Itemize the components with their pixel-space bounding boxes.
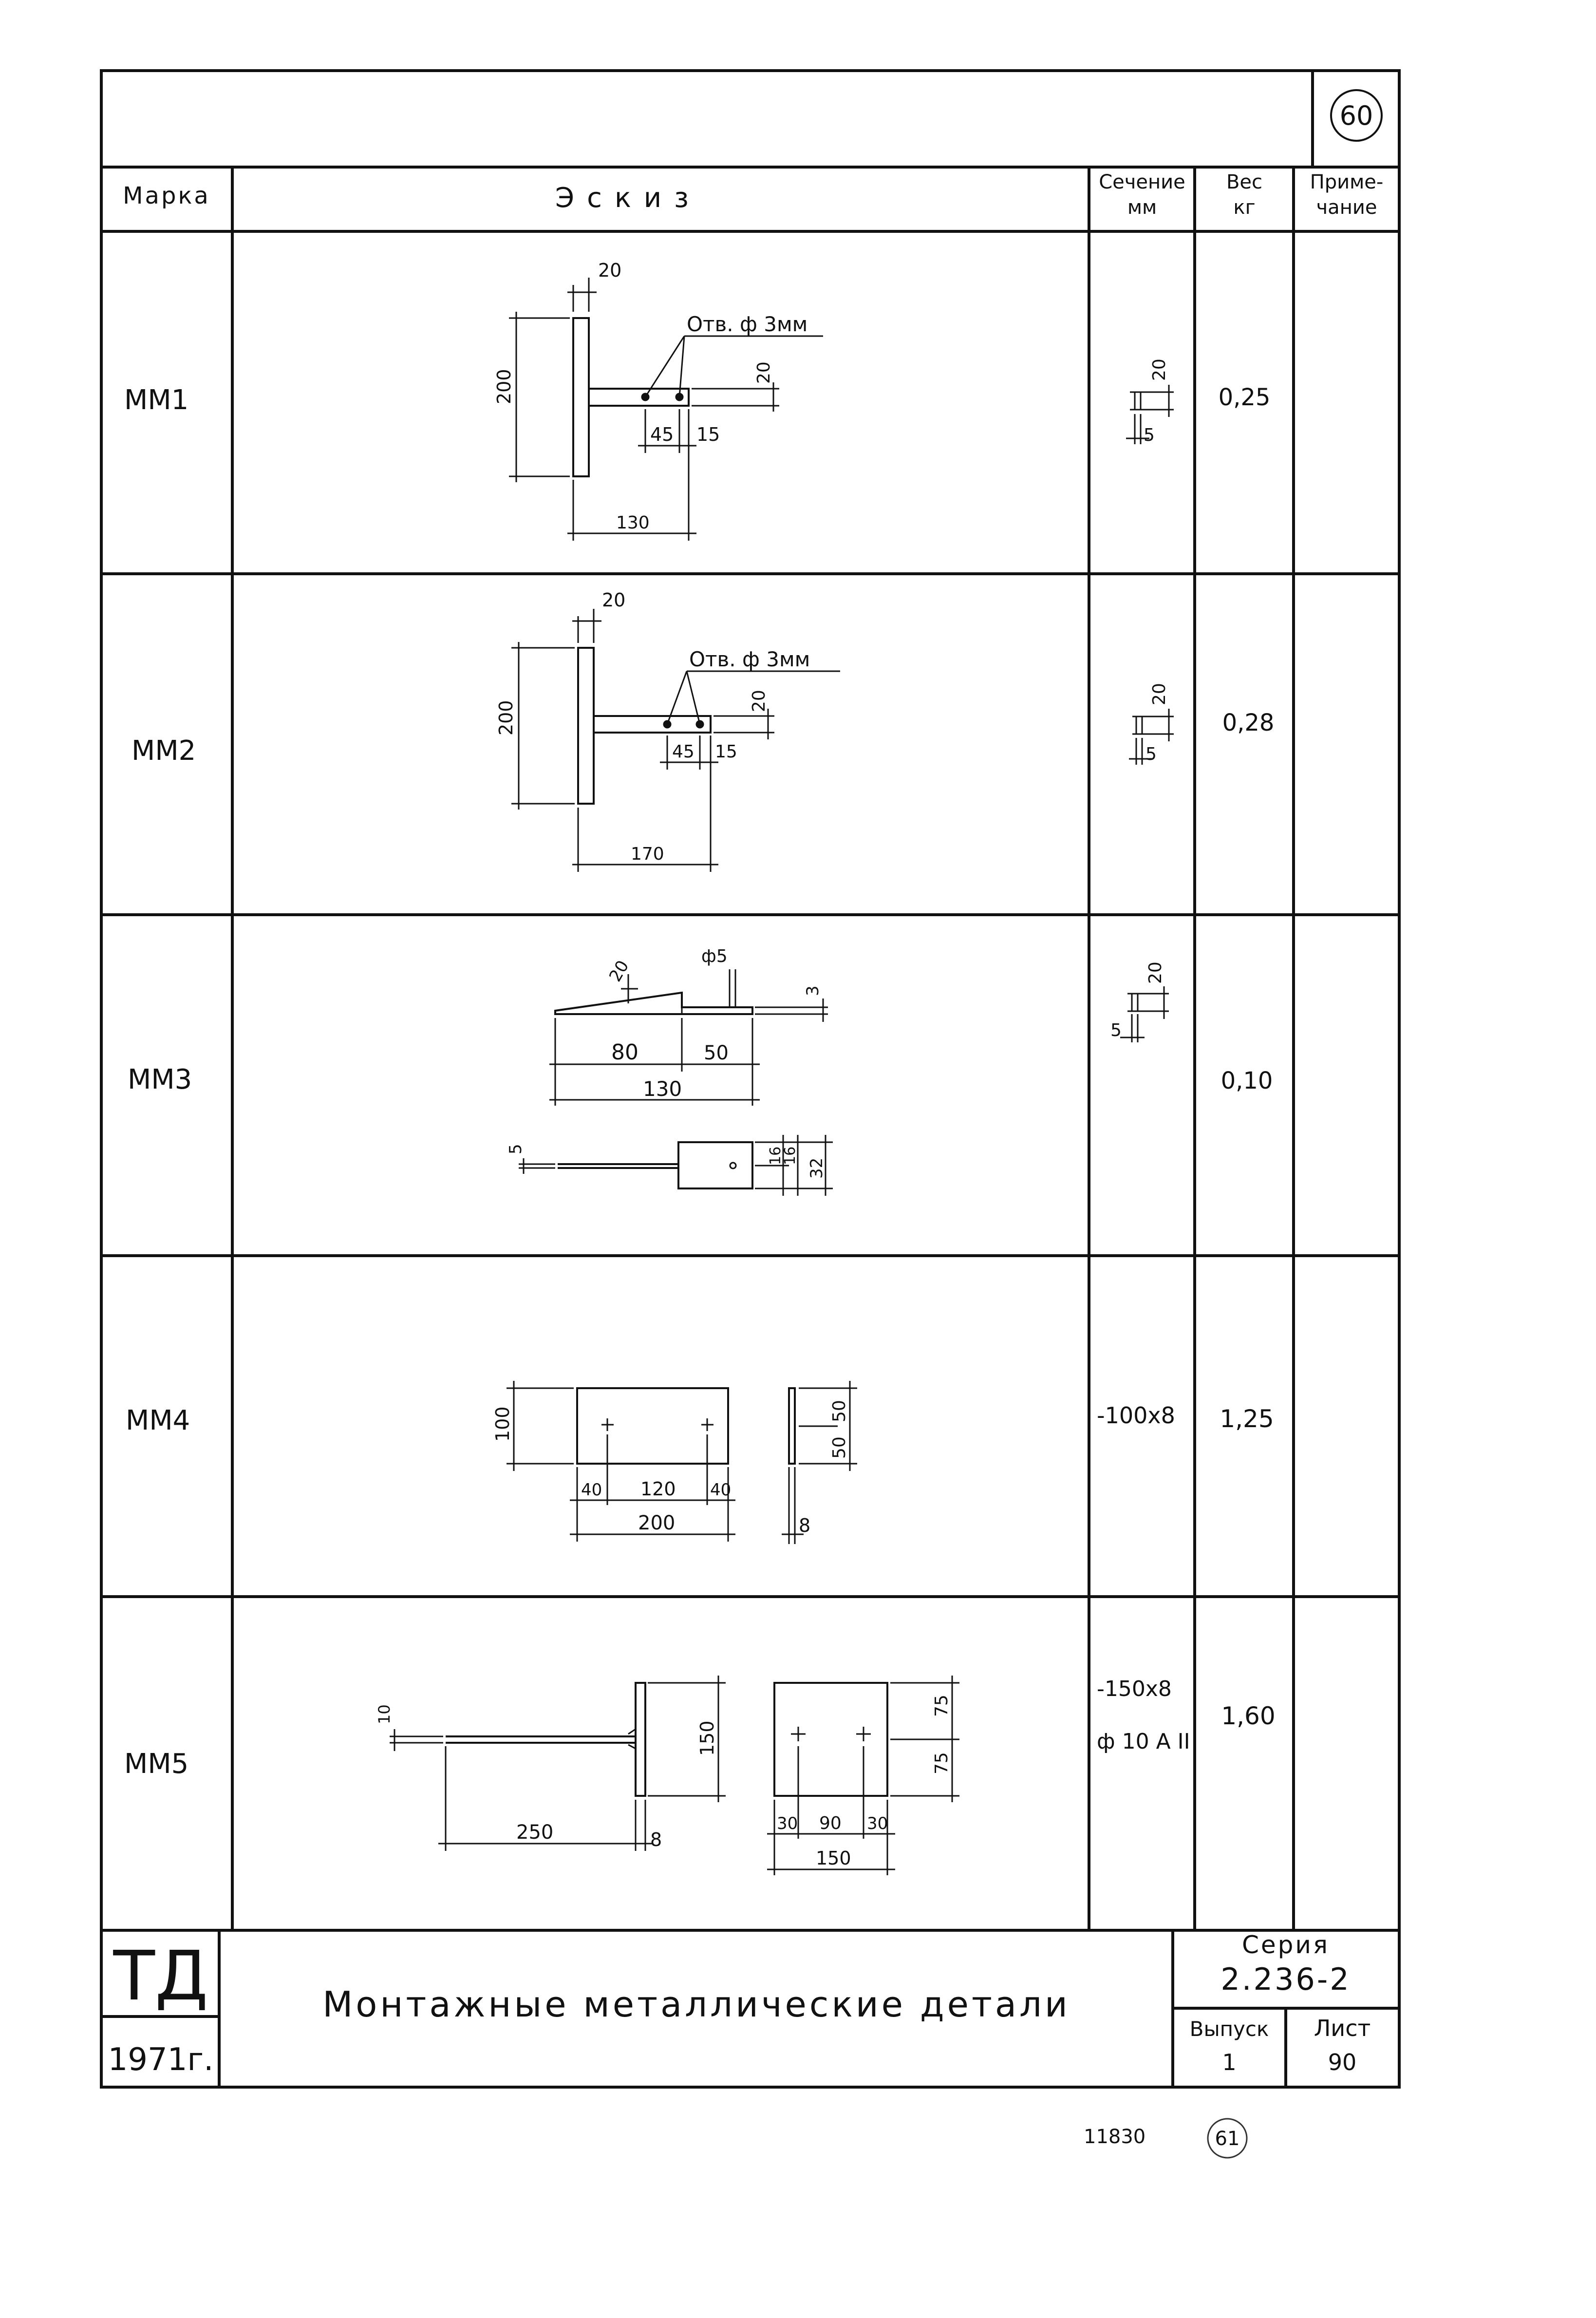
mm1-sec-5: 5 bbox=[1144, 425, 1155, 445]
sections bbox=[1120, 385, 1174, 1042]
mm3-d16a: 16 bbox=[767, 1147, 784, 1165]
page-number: 60 bbox=[1340, 100, 1373, 131]
seria-label: Серия bbox=[1242, 1931, 1330, 1959]
mm5-d30a: 30 bbox=[777, 1814, 798, 1833]
footer: 11830 61 bbox=[1084, 2118, 1248, 2159]
sketch-mm2-labels: 20 Отв. ф 3мм 200 20 45 15 170 bbox=[495, 589, 810, 864]
year: 1971г. bbox=[108, 2042, 214, 2078]
mm3-d50: 50 bbox=[704, 1042, 729, 1064]
table-header: Марка Эскиз Сечение мм Вес кг Приме- чан… bbox=[123, 171, 1384, 219]
mm2-d15: 15 bbox=[715, 742, 737, 762]
footer-number: 11830 bbox=[1084, 2126, 1145, 2148]
mm5-sec-1: -150x8 bbox=[1097, 1677, 1172, 1701]
mm4-d40a: 40 bbox=[581, 1480, 602, 1500]
sheet-title: Монтажные металлические детали bbox=[322, 1984, 1070, 2025]
mm3-d130: 130 bbox=[643, 1077, 682, 1101]
mm3-phi5: ф5 bbox=[701, 946, 728, 966]
mm2-sec-20: 20 bbox=[1149, 683, 1169, 705]
mm5-d10: 10 bbox=[375, 1704, 394, 1724]
mm4-d8: 8 bbox=[799, 1515, 810, 1536]
sketch-mm5 bbox=[390, 1676, 959, 1875]
mm5-d90: 90 bbox=[819, 1813, 842, 1833]
weights: 0,25 0,28 0,10 1,25 1,60 bbox=[1219, 384, 1276, 1730]
mm3-d16b: 16 bbox=[782, 1147, 799, 1165]
mm5-d150v: 150 bbox=[696, 1720, 718, 1756]
mm1-sec-20: 20 bbox=[1149, 358, 1169, 381]
mm1-d20: 20 bbox=[598, 260, 621, 281]
vypusk-label: Выпуск bbox=[1190, 2017, 1269, 2041]
mm5-d150: 150 bbox=[816, 1847, 851, 1869]
sketch-mm1-labels: 20 Отв. ф 3мм 200 20 45 15 130 bbox=[493, 260, 807, 533]
mm4-d100: 100 bbox=[492, 1406, 513, 1442]
weight-mm4: 1,25 bbox=[1220, 1405, 1274, 1433]
mm2-d45: 45 bbox=[672, 742, 695, 762]
mm2-sec-5: 5 bbox=[1145, 744, 1157, 764]
mark-mm1: ММ1 bbox=[124, 384, 188, 416]
mm2-d200: 200 bbox=[495, 700, 517, 735]
mm1-d130: 130 bbox=[616, 513, 650, 533]
mm4-d120: 120 bbox=[640, 1478, 676, 1500]
mm4-d50a: 50 bbox=[829, 1400, 849, 1422]
title-block: ТД 1971г. Монтажные металлические детали… bbox=[108, 1931, 1371, 2078]
sketch-mm5-labels: 10 150 250 8 75 75 30 90 30 150 bbox=[375, 1695, 952, 1869]
frame bbox=[100, 69, 1401, 2089]
section-labels: 20 5 20 5 20 5 -100x8 -150x8 ф 10 А II bbox=[1097, 358, 1190, 1754]
sketch-mm1 bbox=[509, 278, 823, 541]
mm5-d75a: 75 bbox=[932, 1695, 952, 1717]
mm1-d45: 45 bbox=[650, 424, 674, 445]
mm3-d32: 32 bbox=[807, 1158, 826, 1179]
mark-mm5: ММ5 bbox=[124, 1748, 188, 1780]
mm3-d5: 5 bbox=[506, 1144, 526, 1154]
logo-td: ТД bbox=[113, 1937, 208, 2016]
mm2-d20b: 20 bbox=[749, 690, 769, 712]
header-sechenie: Сечение мм bbox=[1099, 171, 1185, 219]
sketch-mm2 bbox=[511, 609, 840, 872]
header-ves: Вес кг bbox=[1226, 171, 1263, 219]
mm3-sec-20: 20 bbox=[1145, 961, 1165, 984]
mm2-d170: 170 bbox=[631, 844, 664, 864]
weight-mm3: 0,10 bbox=[1221, 1067, 1273, 1094]
sketch-mm3-labels: 20 ф5 3 80 50 130 5 16 16 32 bbox=[506, 946, 826, 1179]
mm3-d80: 80 bbox=[611, 1040, 638, 1065]
weight-mm5: 1,60 bbox=[1221, 1702, 1275, 1730]
weight-mm1: 0,25 bbox=[1219, 384, 1271, 411]
header-marka: Марка bbox=[123, 182, 210, 209]
mm1-d200: 200 bbox=[493, 369, 515, 404]
mark-mm2: ММ2 bbox=[131, 735, 196, 767]
mm2-d20: 20 bbox=[602, 589, 625, 611]
sketch-mm4 bbox=[507, 1381, 857, 1544]
mm1-d15: 15 bbox=[696, 424, 720, 445]
mm5-sec-2: ф 10 А II bbox=[1097, 1729, 1190, 1754]
list-label: Лист bbox=[1314, 2015, 1371, 2041]
mark-mm3: ММ3 bbox=[128, 1064, 192, 1095]
mm3-sec-5: 5 bbox=[1110, 1020, 1122, 1040]
mm3-d3: 3 bbox=[803, 985, 823, 996]
header-eskiz: Эскиз bbox=[555, 182, 701, 214]
mm2-hole-note: Отв. ф 3мм bbox=[689, 647, 810, 671]
list-value: 90 bbox=[1328, 2049, 1357, 2075]
weight-mm2: 0,28 bbox=[1222, 709, 1275, 736]
vypusk-value: 1 bbox=[1222, 2049, 1236, 2075]
mm4-d200: 200 bbox=[638, 1512, 675, 1534]
page-number-badge: 60 bbox=[1330, 89, 1383, 142]
mark-mm4: ММ4 bbox=[126, 1405, 190, 1436]
mm5-d30b: 30 bbox=[867, 1814, 888, 1833]
marks: ММ1 ММ2 ММ3 ММ4 ММ5 bbox=[124, 384, 196, 1780]
mm4-d50b: 50 bbox=[829, 1436, 849, 1459]
mm1-d20b: 20 bbox=[754, 361, 774, 384]
sketch-mm4-labels: 100 40 120 40 200 50 50 8 bbox=[492, 1400, 849, 1536]
seria-value: 2.236-2 bbox=[1220, 1961, 1351, 1997]
sketch-mm3 bbox=[519, 969, 833, 1196]
header-primechanie: Приме- чание bbox=[1310, 171, 1384, 219]
footer-circle: 61 bbox=[1215, 2128, 1240, 2150]
mm1-hole-note: Отв. ф 3мм bbox=[687, 312, 807, 336]
mm5-d8: 8 bbox=[650, 1829, 662, 1850]
mm4-d40b: 40 bbox=[710, 1480, 731, 1500]
mm4-sec: -100x8 bbox=[1097, 1402, 1175, 1429]
mm5-d75b: 75 bbox=[932, 1752, 952, 1774]
mm5-d250: 250 bbox=[516, 1821, 553, 1844]
